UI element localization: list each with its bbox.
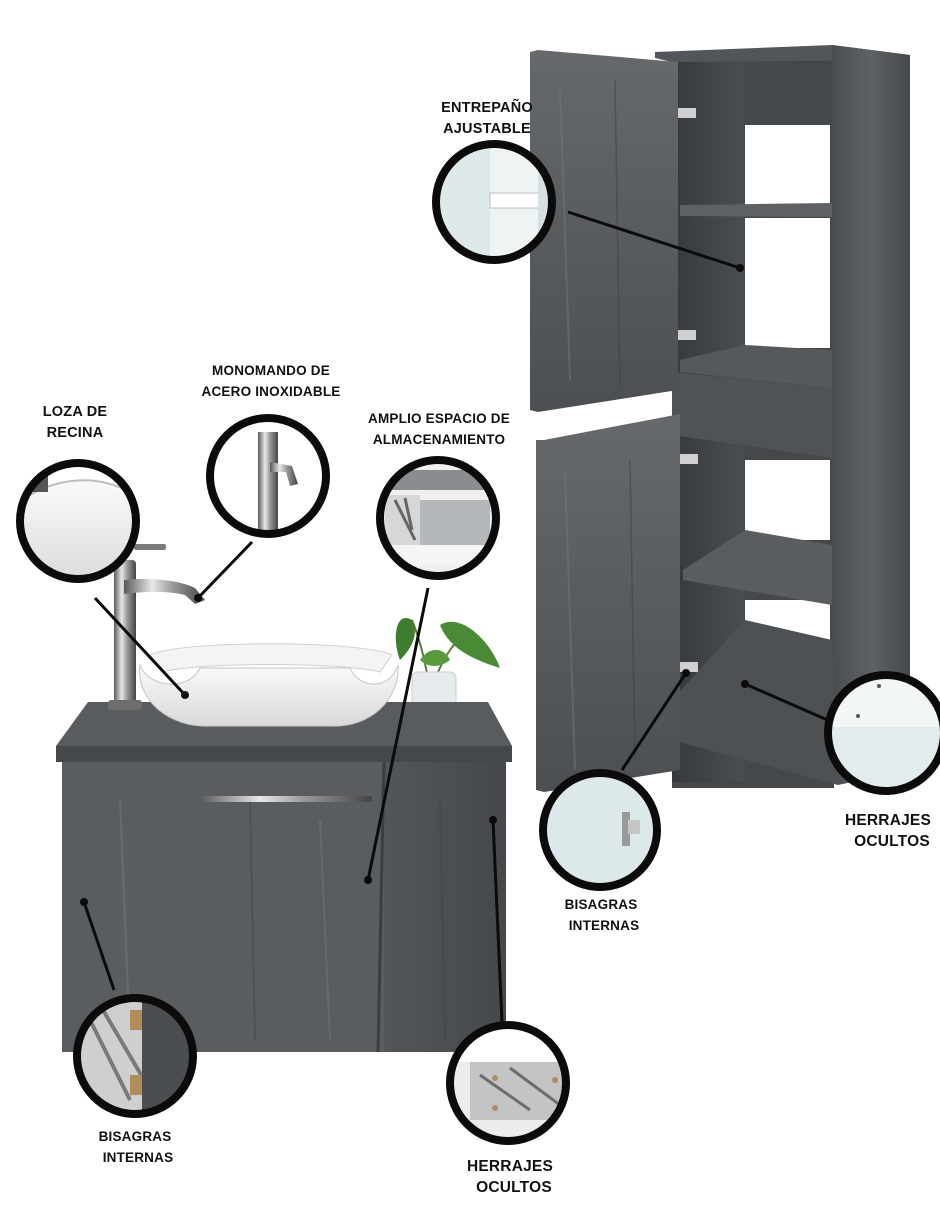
tower-lower-door: [536, 414, 680, 792]
callout-line: INTERNAS: [102, 1150, 174, 1165]
callout-internal-hinges-vanity: BISAGRAS INTERNAS: [88, 1126, 182, 1168]
tower-opening-top: [745, 125, 830, 205]
callout-line: LOZA DE: [42, 404, 108, 420]
detail-circle-internal-hinges-tower: [539, 769, 661, 891]
tower-upper-door: [530, 50, 678, 412]
callout-line: HERRAJES: [466, 1158, 553, 1175]
vanity-handle: [200, 796, 372, 802]
callout-hidden-hardware-tower: HERRAJES OCULTOS: [836, 810, 940, 852]
callout-internal-hinges-tower: BISAGRAS INTERNAS: [554, 894, 648, 936]
callout-line: OCULTOS: [854, 833, 930, 850]
detail-circle-adjustable-shelf: [432, 140, 556, 264]
leader-lines: [82, 210, 833, 1023]
callout-storage-space: AMPLIO ESPACIO DE ALMACENAMIENTO: [362, 408, 516, 450]
detail-circle-internal-hinges-vanity: [73, 994, 197, 1118]
tower-fixed-shelf: [672, 372, 832, 458]
callout-hidden-hardware-vanity: HERRAJES OCULTOS: [458, 1156, 562, 1198]
vessel-basin: [139, 643, 399, 727]
callout-adjustable-shelf: ENTREPAÑO AJUSTABLE: [432, 98, 542, 140]
tower-shelf-2: [680, 345, 832, 388]
callout-resin-basin: LOZA DE RECINA: [30, 402, 120, 444]
callout-line: AMPLIO ESPACIO DE: [368, 411, 510, 426]
tower-opening-mid: [745, 218, 830, 348]
callout-line: BISAGRAS: [98, 1129, 172, 1144]
callout-line: OCULTOS: [476, 1179, 552, 1196]
callout-line: ACERO INOXIDABLE: [201, 384, 341, 399]
leader-dots: [80, 264, 749, 906]
callout-line: MONOMANDO DE: [212, 363, 330, 378]
tower-side-panel: [832, 45, 910, 785]
detail-circle-faucet: [206, 414, 330, 538]
faucet: [108, 544, 205, 710]
callout-line: INTERNAS: [568, 918, 640, 933]
callout-single-lever-faucet: MONOMANDO DE ACERO INOXIDABLE: [196, 360, 346, 402]
callout-line: AJUSTABLE: [443, 121, 531, 137]
tower-cabinet: [530, 45, 910, 792]
callout-line: ENTREPAÑO: [441, 100, 533, 116]
callout-line: ALMACENAMIENTO: [372, 432, 506, 447]
callout-line: BISAGRAS: [564, 897, 638, 912]
tower-bottom-shelf: [672, 620, 838, 785]
tower-shelf-1: [680, 203, 832, 217]
callout-line: HERRAJES: [844, 812, 931, 829]
detail-circle-hidden-hardware-vanity: [446, 1021, 570, 1145]
detail-circle-resin-basin: [16, 459, 140, 583]
vanity-cabinet: [56, 544, 512, 1053]
detail-circle-storage: [376, 456, 500, 580]
callout-line: RECINA: [46, 425, 104, 441]
tower-shelf-3: [683, 530, 832, 605]
tower-opening-low: [745, 460, 830, 540]
